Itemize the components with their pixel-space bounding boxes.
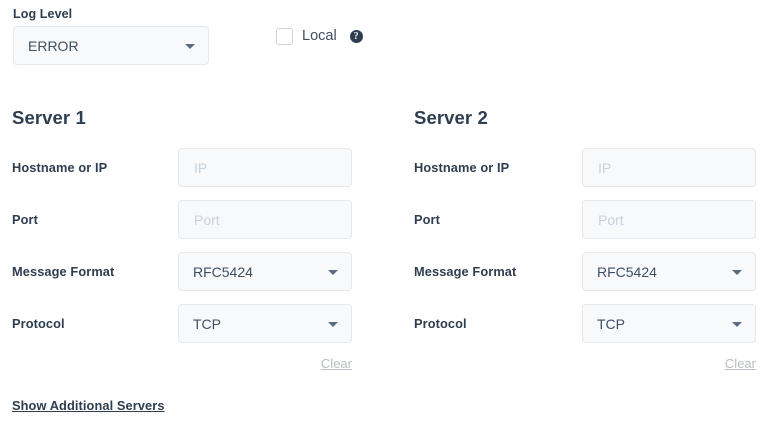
show-additional-servers-link[interactable]: Show Additional Servers xyxy=(12,398,165,413)
field-label-hostname: Hostname or IP xyxy=(414,160,510,175)
port-input[interactable]: Port xyxy=(178,200,352,239)
protocol-select[interactable]: TCP xyxy=(178,304,352,343)
help-circle-icon[interactable]: ? xyxy=(349,29,363,43)
field-row-protocol: Protocol TCP xyxy=(414,304,759,343)
protocol-value: TCP xyxy=(193,316,221,332)
server-section-1: Server 1 Hostname or IP IP Port Port Mes… xyxy=(12,106,357,371)
clear-link[interactable]: Clear xyxy=(724,356,756,371)
local-label: Local xyxy=(302,28,337,44)
hostname-input[interactable]: IP xyxy=(178,148,352,187)
message-format-value: RFC5424 xyxy=(597,264,657,280)
server-section-2: Server 2 Hostname or IP IP Port Port Mes… xyxy=(414,106,759,371)
server-title: Server 1 xyxy=(12,107,86,128)
field-label-port: Port xyxy=(12,212,38,227)
field-row-port: Port Port xyxy=(414,200,759,239)
chevron-down-icon xyxy=(732,269,742,275)
field-label-protocol: Protocol xyxy=(12,316,65,331)
chevron-down-icon xyxy=(328,269,338,275)
message-format-select[interactable]: RFC5424 xyxy=(582,252,756,291)
clear-link[interactable]: Clear xyxy=(320,356,352,371)
field-row-message-format: Message Format RFC5424 xyxy=(414,252,759,291)
log-level-group: Log Level ERROR xyxy=(13,6,209,65)
log-level-label: Log Level xyxy=(13,7,73,21)
local-option-group: Local ? xyxy=(276,24,363,48)
field-label-hostname: Hostname or IP xyxy=(12,160,108,175)
port-input[interactable]: Port xyxy=(582,200,756,239)
field-label-protocol: Protocol xyxy=(414,316,467,331)
protocol-select[interactable]: TCP xyxy=(582,304,756,343)
message-format-value: RFC5424 xyxy=(193,264,253,280)
field-row-message-format: Message Format RFC5424 xyxy=(12,252,357,291)
hostname-placeholder: IP xyxy=(194,160,208,176)
local-checkbox[interactable] xyxy=(276,27,293,45)
field-row-port: Port Port xyxy=(12,200,357,239)
hostname-input[interactable]: IP xyxy=(582,148,756,187)
chevron-down-icon xyxy=(328,321,338,327)
port-placeholder: Port xyxy=(598,212,624,228)
server-title: Server 2 xyxy=(414,107,488,128)
log-level-value: ERROR xyxy=(28,38,79,54)
field-row-hostname: Hostname or IP IP xyxy=(12,148,357,187)
hostname-placeholder: IP xyxy=(598,160,612,176)
log-settings-row: Log Level ERROR Local ? xyxy=(0,0,762,100)
field-row-protocol: Protocol TCP xyxy=(12,304,357,343)
chevron-down-icon xyxy=(732,321,742,327)
protocol-value: TCP xyxy=(597,316,625,332)
field-label-message-format: Message Format xyxy=(414,264,517,279)
field-label-port: Port xyxy=(414,212,440,227)
log-level-select[interactable]: ERROR xyxy=(13,26,209,65)
field-label-message-format: Message Format xyxy=(12,264,115,279)
chevron-down-icon xyxy=(185,43,195,49)
port-placeholder: Port xyxy=(194,212,220,228)
message-format-select[interactable]: RFC5424 xyxy=(178,252,352,291)
field-row-hostname: Hostname or IP IP xyxy=(414,148,759,187)
